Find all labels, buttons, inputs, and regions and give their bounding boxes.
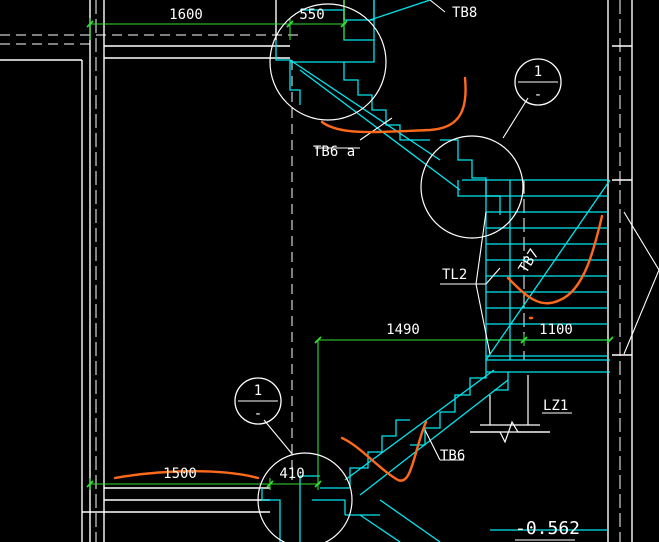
section-mark-2: 1 -: [234, 377, 282, 425]
leader-lines: [263, 0, 575, 541]
section-mark-sub: -: [534, 87, 542, 103]
label-tb8: TB8: [452, 5, 477, 21]
wall-lines: [0, 0, 633, 542]
stair-run-right: [485, 179, 611, 361]
label-tb6: TB6: [440, 448, 465, 464]
label-elevation: -0.562: [515, 518, 580, 539]
axis-lines: [0, 0, 621, 542]
dimension-lines: [89, 0, 610, 490]
markup-strokes: [113, 76, 604, 482]
dimension-410: 410: [279, 466, 304, 482]
dimension-1100: 1100: [539, 322, 573, 338]
section-mark-number: 1: [534, 64, 542, 80]
label-tb6a: TB6 a: [313, 144, 355, 160]
dimension-1490: 1490: [386, 322, 420, 338]
section-mark-1: 1 -: [514, 58, 562, 106]
column-lz1-symbol: [470, 375, 550, 444]
section-mark-circle: [234, 377, 282, 425]
dimension-1600: 1600: [169, 7, 203, 23]
dimension-ticks: [86, 20, 614, 488]
label-tl2: TL2: [442, 267, 467, 283]
label-tb7: TB7: [516, 246, 543, 276]
label-lz1: LZ1: [543, 398, 568, 414]
section-mark-sub: -: [254, 406, 262, 422]
section-mark-circle: [514, 58, 562, 106]
dimension-1500: 1500: [163, 466, 197, 482]
section-mark-number: 1: [254, 383, 262, 399]
dimension-550: 550: [299, 7, 324, 23]
detail-circles: [257, 3, 524, 542]
right-diamond: [475, 211, 659, 355]
stair-lines: [261, 0, 611, 542]
